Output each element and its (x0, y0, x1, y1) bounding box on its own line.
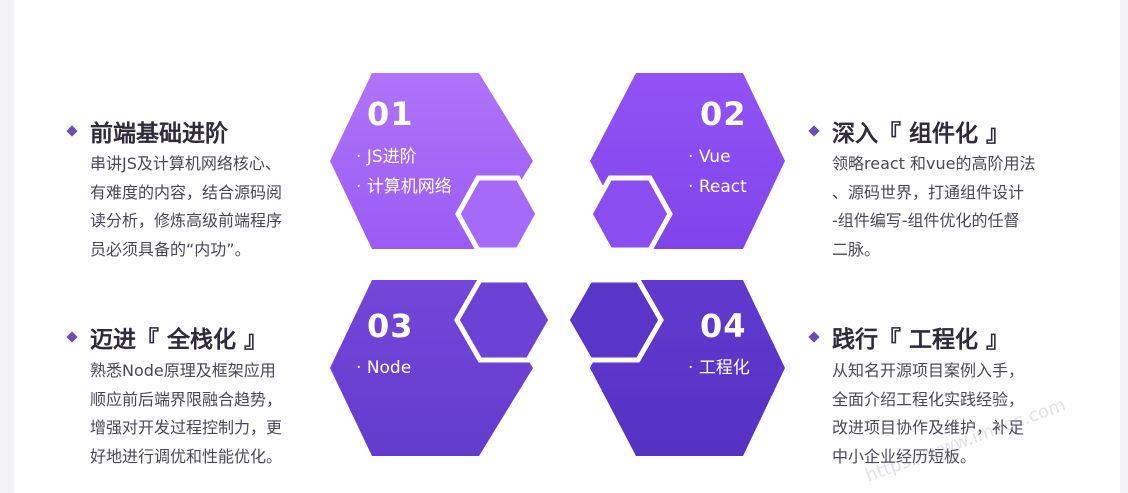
description-line: 有难度的内容，结合源码阅 (90, 182, 283, 202)
small-hexagon-03 (454, 277, 554, 363)
module-number-02: 02 (700, 95, 747, 133)
module-item: Node (356, 353, 411, 383)
module-items-03: Node (356, 353, 411, 383)
diamond-bullet-icon (66, 125, 78, 137)
section-title-text: 践行『 工程化 』 (832, 327, 1010, 353)
small-hexagon-02 (587, 175, 673, 253)
section-title-4: 践行『 工程化 』 (808, 320, 1010, 354)
description-line: 员必须具备的“内功”。 (90, 239, 251, 259)
module-item: 工程化 (688, 353, 750, 383)
module-item: JS进阶 (356, 142, 452, 172)
section-description-2: 领略react 和vue的高阶用法 、源码世界，打通组件设计 -组件编写-组件优… (832, 150, 1036, 264)
description-line: 增强对开发过程控制力，更 (90, 418, 283, 437)
description-line: 改进项目协作及维护，补足 (832, 418, 1025, 437)
description-line: 领略react 和vue的高阶用法 (832, 154, 1036, 173)
section-description-1: 串讲JS及计算机网络核心、 有难度的内容，结合源码阅 读分析，修炼高级前端程序 … (90, 150, 282, 264)
diamond-bullet-icon (66, 331, 78, 343)
description-line: 中小企业经历短板。 (832, 446, 977, 466)
small-hexagon-04 (564, 277, 664, 363)
section-title-1: 前端基础进阶 (66, 114, 228, 148)
module-items-02: Vue React (688, 142, 747, 202)
description-line: 熟悉Node原理及框架应用 (90, 361, 276, 380)
description-line: 、源码世界，打通组件设计 (832, 182, 1025, 202)
module-number-03: 03 (367, 307, 414, 345)
description-line: 顺应前后端界限融合趋势， (90, 389, 283, 409)
section-description-3: 熟悉Node原理及框架应用 顺应前后端界限融合趋势， 增强对开发过程控制力，更 … (90, 357, 282, 471)
section-title-text: 深入『 组件化 』 (832, 121, 1010, 147)
module-item: Vue (688, 142, 747, 172)
module-number-04: 04 (700, 307, 747, 345)
section-title-3: 迈进『 全栈化 』 (66, 320, 268, 354)
section-description-4: 从知名开源项目案例入手， 全面介绍工程化实践经验， 改进项目协作及维护，补足 中… (832, 357, 1024, 471)
module-item: React (688, 172, 747, 202)
description-line: 好地进行调优和性能优化。 (90, 446, 283, 466)
module-items-01: JS进阶 计算机网络 (356, 142, 452, 202)
section-title-text: 前端基础进阶 (90, 121, 228, 147)
description-line: 二脉。 (832, 239, 881, 259)
content-card (14, 0, 1120, 493)
diamond-bullet-icon (808, 125, 820, 137)
section-title-text: 迈进『 全栈化 』 (90, 327, 268, 353)
description-line: 全面介绍工程化实践经验， (832, 389, 1025, 409)
small-hexagon-01 (455, 175, 541, 253)
module-item: 计算机网络 (356, 172, 452, 202)
section-title-2: 深入『 组件化 』 (808, 114, 1010, 148)
description-line: -组件编写-组件优化的任督 (832, 211, 1020, 230)
diamond-bullet-icon (808, 331, 820, 343)
description-line: 串讲JS及计算机网络核心、 (90, 154, 281, 173)
description-line: 从知名开源项目案例入手， (832, 361, 1025, 380)
module-number-01: 01 (367, 95, 414, 133)
description-line: 读分析，修炼高级前端程序 (90, 211, 283, 230)
module-items-04: 工程化 (688, 353, 750, 383)
